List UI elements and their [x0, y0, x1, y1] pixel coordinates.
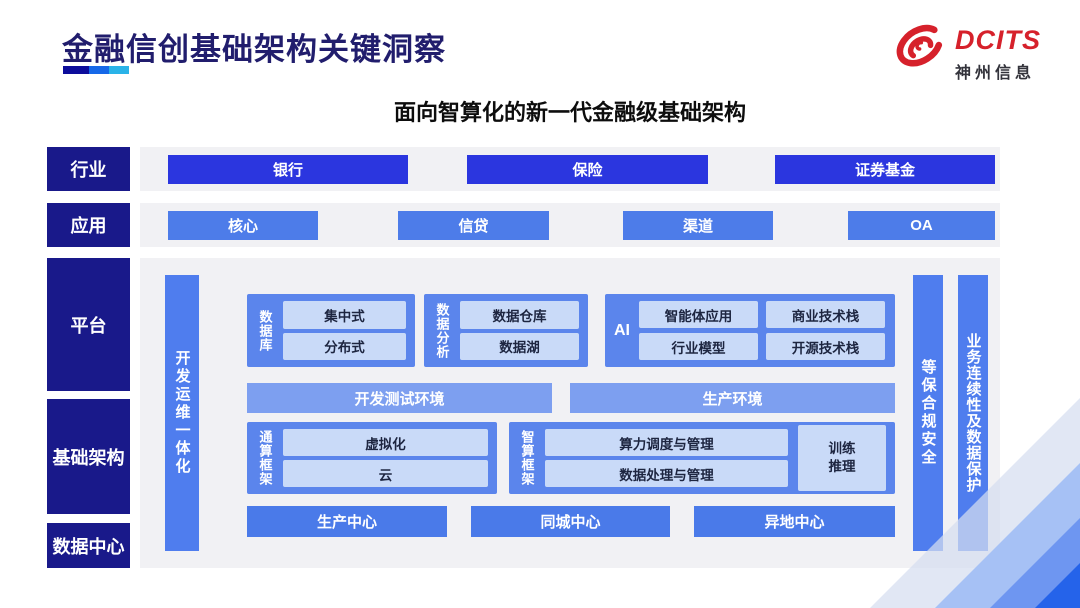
application-box-credit: 信贷 — [398, 211, 549, 240]
env-box-production: 生产环境 — [570, 383, 895, 413]
intelligent-box-data-processing: 数据处理与管理 — [545, 460, 788, 487]
general-framework-group: 通算框架 虚拟化 云 — [247, 422, 497, 494]
general-box-virtualization: 虚拟化 — [283, 429, 488, 456]
title-underline — [63, 66, 129, 74]
analysis-group: 数据分析 数据仓库 数据湖 — [424, 294, 588, 367]
database-group: 数据库 集中式 分布式 — [247, 294, 415, 367]
application-box-oa: OA — [848, 211, 995, 240]
database-box-distributed: 分布式 — [283, 332, 406, 360]
ai-box-industry-models: 行业模型 — [639, 333, 758, 360]
analysis-group-label: 数据分析 — [434, 302, 450, 359]
rail-platform: 平台 — [47, 258, 130, 391]
ai-box-opensource-stack: 开源技术栈 — [766, 333, 885, 360]
security-bar: 等保合规安全 — [913, 275, 943, 551]
ai-group: AI 智能体应用 商业技术栈 行业模型 开源技术栈 — [605, 294, 895, 367]
intelligent-framework-group: 智算框架 算力调度与管理 数据处理与管理 训练 推理 — [509, 422, 895, 494]
industry-box-securities: 证券基金 — [775, 155, 995, 184]
diagram-title: 面向智算化的新一代金融级基础架构 — [393, 100, 746, 125]
logo-brand-text: DCITS — [955, 25, 1041, 55]
database-group-label: 数据库 — [257, 309, 273, 352]
rail-datacenter: 数据中心 — [47, 523, 130, 568]
env-box-devtest: 开发测试环境 — [247, 383, 552, 413]
database-box-centralized: 集中式 — [283, 301, 406, 329]
rail-industry: 行业 — [47, 147, 130, 191]
logo-company-text: 神州信息 — [955, 64, 1036, 82]
continuity-bar: 业务连续性及数据保护 — [958, 275, 988, 551]
ai-box-agent-apps: 智能体应用 — [639, 301, 758, 328]
application-box-core: 核心 — [168, 211, 318, 240]
underline-segment-cyan — [109, 66, 129, 74]
ai-group-label: AI — [614, 321, 630, 339]
intelligent-box-scheduling: 算力调度与管理 — [545, 429, 788, 456]
center-box-remote: 异地中心 — [694, 506, 895, 537]
center-box-production: 生产中心 — [247, 506, 447, 537]
underline-segment-blue — [89, 66, 109, 74]
analysis-box-lake: 数据湖 — [460, 332, 579, 360]
general-framework-label: 通算框架 — [257, 430, 273, 486]
company-logo: DCITS 神州信息 — [893, 20, 1041, 83]
general-box-cloud: 云 — [283, 460, 488, 487]
underline-segment-dark — [63, 66, 89, 74]
rail-infrastructure: 基础架构 — [47, 399, 130, 514]
intelligent-box-training-inference: 训练 推理 — [798, 425, 886, 491]
logo-swirl-icon — [893, 20, 947, 72]
ai-box-commercial-stack: 商业技术栈 — [766, 301, 885, 328]
analysis-box-warehouse: 数据仓库 — [460, 301, 579, 329]
industry-box-insurance: 保险 — [467, 155, 708, 184]
devops-bar: 开发运维一体化 — [165, 275, 199, 551]
intelligent-framework-label: 智算框架 — [519, 430, 535, 486]
industry-box-bank: 银行 — [168, 155, 408, 184]
application-box-channel: 渠道 — [623, 211, 773, 240]
rail-application: 应用 — [47, 203, 130, 247]
page-title: 金融信创基础架构关键洞察 — [62, 32, 446, 67]
center-box-samecity: 同城中心 — [471, 506, 670, 537]
